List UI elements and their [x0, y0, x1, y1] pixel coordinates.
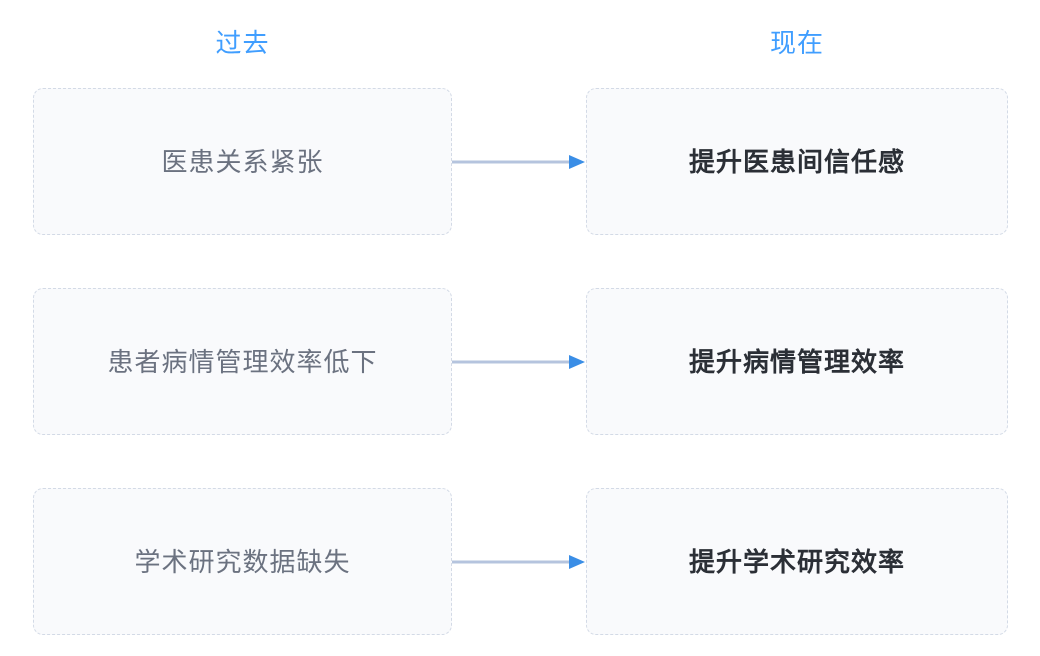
arrow-right-icon [452, 553, 586, 571]
now-card[interactable]: 提升医患间信任感 [586, 88, 1008, 235]
comparison-row: 患者病情管理效率低下 提升病情管理效率 [0, 288, 1040, 435]
column-headers: 过去 现在 [0, 0, 1040, 88]
past-card[interactable]: 学术研究数据缺失 [33, 488, 452, 635]
past-card-label: 医患关系紧张 [161, 146, 324, 177]
comparison-row: 学术研究数据缺失 提升学术研究效率 [0, 488, 1040, 635]
now-card-label: 提升学术研究效率 [688, 546, 905, 577]
now-card[interactable]: 提升病情管理效率 [586, 288, 1008, 435]
column-header-now: 现在 [769, 28, 824, 58]
comparison-rows: 医患关系紧张 提升医患间信任感 患者病情管理效率低下 [0, 88, 1040, 635]
past-card-label: 患者病情管理效率低下 [107, 346, 378, 377]
arrow-right-icon [452, 153, 586, 171]
past-card[interactable]: 患者病情管理效率低下 [33, 288, 452, 435]
now-card-label: 提升医患间信任感 [688, 146, 905, 177]
arrow-right-icon [452, 353, 586, 371]
past-card-label: 学术研究数据缺失 [134, 546, 351, 577]
now-card[interactable]: 提升学术研究效率 [586, 488, 1008, 635]
comparison-row: 医患关系紧张 提升医患间信任感 [0, 88, 1040, 235]
now-card-label: 提升病情管理效率 [688, 346, 905, 377]
column-header-past: 过去 [215, 28, 270, 58]
past-card[interactable]: 医患关系紧张 [33, 88, 452, 235]
